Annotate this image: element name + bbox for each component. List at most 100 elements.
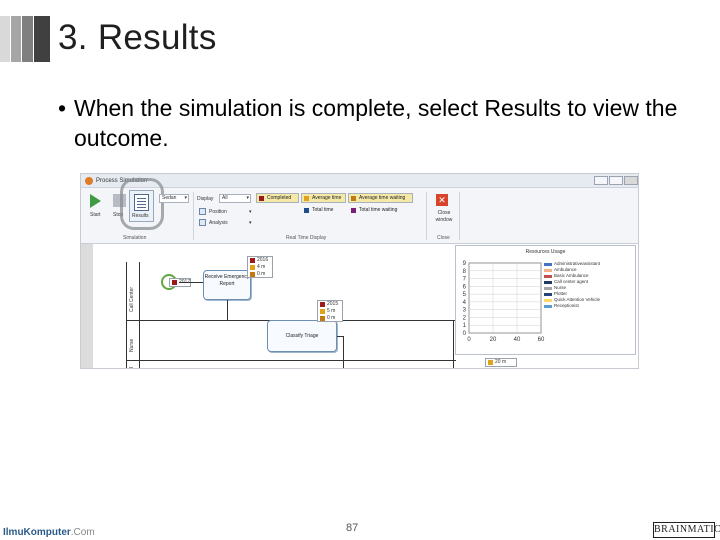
chart-legend-item: Call center agent bbox=[544, 279, 634, 285]
task-stats-triage: 2015 5 m 0 m bbox=[317, 300, 343, 322]
app-icon bbox=[85, 177, 93, 185]
completed-toggle[interactable]: Completed bbox=[256, 193, 299, 203]
position-icon bbox=[199, 208, 206, 215]
legend-swatch bbox=[544, 274, 552, 278]
chart-x-tick: 40 bbox=[514, 337, 521, 343]
chart-y-tick: 8 bbox=[463, 269, 467, 275]
average-time-marker-icon bbox=[488, 360, 493, 365]
results-highlight-circle bbox=[120, 178, 164, 230]
legend-label: Call center agent bbox=[554, 279, 589, 284]
average-time-toggle[interactable]: Average time bbox=[301, 193, 346, 203]
legend-swatch bbox=[544, 298, 552, 302]
chart-legend-item: Administrativeassistant bbox=[544, 261, 634, 267]
results-icon bbox=[134, 194, 149, 211]
ribbon-separator bbox=[193, 192, 194, 240]
minimize-button[interactable] bbox=[594, 176, 608, 185]
chart-y-tick: 9 bbox=[463, 261, 467, 267]
total-time-waiting-swatch bbox=[351, 208, 356, 213]
bullet-content: When the simulation is complete, select … bbox=[74, 95, 678, 151]
task-receive-emergency-report[interactable]: Receive Emergency Report bbox=[203, 270, 251, 300]
chart-y-tick: 6 bbox=[463, 284, 467, 290]
display-label: Display bbox=[197, 196, 214, 202]
app-screenshot: Process Simulation Start Stop Results Se… bbox=[80, 173, 639, 369]
start-label[interactable]: Start bbox=[90, 212, 101, 218]
analysis-dropdown-icon[interactable]: ▾ bbox=[249, 220, 252, 226]
chart-x-tick: 20 bbox=[490, 337, 497, 343]
chart-y-tick: 3 bbox=[463, 308, 467, 314]
chart-legend-item: Quick Attention Vehicle bbox=[544, 297, 634, 303]
analysis-icon bbox=[199, 219, 206, 226]
legend-label: Quick Attention Vehicle bbox=[554, 297, 601, 302]
legend-label: Nurse bbox=[554, 285, 567, 290]
chart-y-tick: 0 bbox=[463, 331, 467, 337]
realtime-group-label: Real Time Display bbox=[286, 235, 327, 241]
footer-logo-left: IlmuKomputer.Com bbox=[3, 527, 95, 538]
completed-marker-icon bbox=[320, 302, 325, 307]
average-time-waiting-toggle[interactable]: Average time waiting bbox=[348, 193, 413, 203]
lane-divider bbox=[126, 360, 456, 361]
lane-header-third: d bbox=[126, 360, 140, 368]
legend-swatch bbox=[544, 280, 552, 284]
close-window-button[interactable] bbox=[624, 176, 638, 185]
legend-label: Basic Ambulance bbox=[554, 273, 589, 278]
completed-swatch bbox=[259, 196, 264, 201]
simulation-group-label: Simulation bbox=[123, 235, 147, 241]
close-icon[interactable]: ✕ bbox=[436, 194, 448, 206]
close-group-label: Close bbox=[437, 235, 450, 241]
legend-swatch bbox=[544, 268, 552, 272]
legend-label: Plotter bbox=[554, 291, 568, 296]
window-title: Process Simulation bbox=[96, 178, 148, 184]
chart-title: Resources Usage bbox=[525, 249, 566, 255]
legend-label: Administrativeassistant bbox=[554, 261, 601, 266]
flow-arrow bbox=[227, 320, 267, 321]
flow-arrow bbox=[343, 336, 344, 368]
legend-swatch bbox=[544, 292, 552, 296]
play-icon[interactable] bbox=[90, 194, 101, 208]
position-dropdown-icon[interactable]: ▾ bbox=[249, 209, 252, 215]
completed-marker-icon bbox=[172, 280, 177, 285]
bullet-text: • When the simulation is complete, select… bbox=[58, 93, 678, 153]
chart-legend-item: Plotter bbox=[544, 291, 634, 297]
speed-select[interactable]: Sedan bbox=[159, 194, 189, 203]
total-time-toggle[interactable]: Total time bbox=[301, 205, 346, 215]
legend-swatch bbox=[544, 262, 552, 266]
bullet-dot: • bbox=[58, 95, 67, 121]
stop-label[interactable]: Stop bbox=[113, 212, 124, 218]
flow-arrow bbox=[227, 300, 228, 320]
flow-arrow bbox=[179, 282, 203, 283]
chart-legend-item: Nurse bbox=[544, 285, 634, 291]
chart-y-tick: 2 bbox=[463, 315, 467, 321]
chart-y-tick: 5 bbox=[463, 292, 467, 298]
task-stats-receive: 2016 4 m 0 m bbox=[247, 256, 273, 278]
close-window-label[interactable]: Close window bbox=[435, 210, 453, 223]
chart-x-tick: 0 bbox=[467, 337, 471, 343]
legend-label: Receptionist bbox=[554, 303, 579, 308]
ribbon-separator bbox=[426, 192, 427, 240]
maximize-button[interactable] bbox=[609, 176, 623, 185]
total-time-waiting-toggle[interactable]: Total time waiting bbox=[348, 205, 413, 215]
task-stats-next: 20 m bbox=[485, 358, 517, 367]
chart-x-tick: 60 bbox=[538, 337, 545, 343]
display-select[interactable]: All bbox=[219, 194, 251, 203]
position-label[interactable]: Position bbox=[209, 209, 227, 215]
completed-marker-icon bbox=[250, 258, 255, 263]
lane-header-call-center: Call Center bbox=[126, 262, 140, 320]
legend-swatch bbox=[544, 286, 552, 290]
flow-arrow bbox=[453, 320, 454, 368]
window-titlebar: Process Simulation bbox=[81, 174, 638, 188]
analysis-label[interactable]: Analysis bbox=[209, 220, 228, 226]
title-accent-bars bbox=[0, 16, 52, 62]
chart-legend-item: Receptionist bbox=[544, 303, 634, 309]
chart-y-tick: 1 bbox=[463, 323, 467, 329]
footer-logo-right: BRAINMATICS bbox=[653, 522, 720, 538]
chart-legend-item: Basic Ambulance bbox=[544, 273, 634, 279]
legend-swatch bbox=[544, 304, 552, 308]
results-label: Results bbox=[132, 213, 149, 219]
task-classify-triage[interactable]: Classify Triage bbox=[267, 320, 337, 352]
waiting-marker-icon bbox=[250, 272, 255, 277]
average-time-marker-icon bbox=[320, 309, 325, 314]
ribbon-separator bbox=[459, 192, 460, 240]
slide-title: 3. Results bbox=[58, 18, 217, 57]
